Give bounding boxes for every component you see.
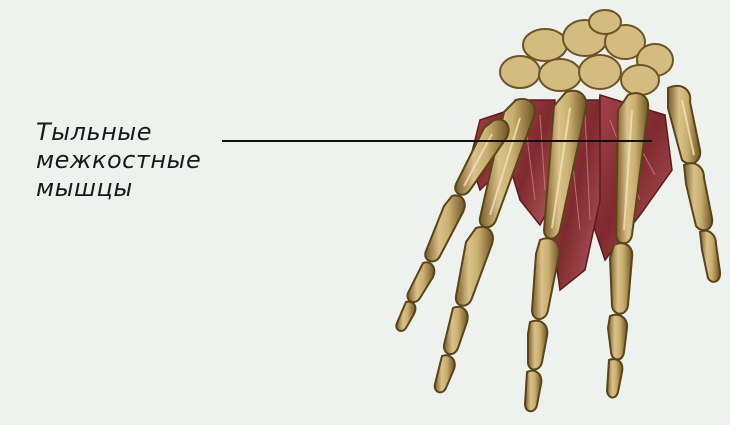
label-line-2: межкостные [36, 146, 201, 174]
label-line-3: мышцы [36, 174, 201, 202]
label-line-1: Тыльные [36, 118, 201, 146]
muscle-label: Тыльные межкостные мышцы [36, 118, 201, 202]
